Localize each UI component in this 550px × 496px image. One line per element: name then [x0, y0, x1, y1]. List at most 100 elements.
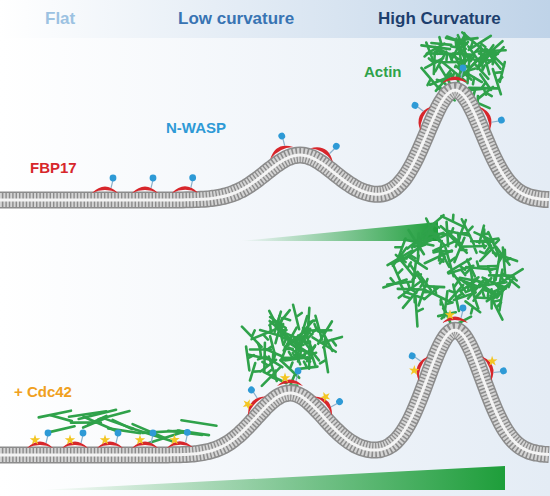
fbp17-protein	[262, 131, 294, 159]
fbp17-protein	[132, 175, 158, 193]
fbp17-protein	[314, 384, 345, 416]
fbp17-dimer	[97, 441, 123, 448]
actin-filament	[478, 45, 493, 65]
fbp17-dimer	[442, 76, 468, 83]
actin-filament	[271, 312, 281, 332]
actin-filament	[441, 215, 464, 227]
cdc42-star	[280, 372, 290, 382]
actin-filament	[465, 301, 480, 313]
actin-filament	[449, 285, 464, 301]
fbp17-dimer	[172, 186, 198, 193]
fbp17-protein	[132, 430, 158, 448]
nwasp-protein	[295, 368, 302, 375]
nwasp-protein	[115, 430, 122, 437]
actin-filament	[299, 316, 310, 343]
nwasp-protein	[277, 131, 286, 140]
region-title: Low curvature	[178, 10, 294, 29]
actin-filament	[84, 417, 120, 433]
fbp17-protein	[172, 174, 198, 193]
actin-filament	[417, 272, 431, 290]
actin-filament	[424, 286, 445, 293]
cdc42-star	[65, 434, 75, 444]
actin-filament	[456, 220, 468, 246]
actin-filament	[435, 241, 455, 250]
cdc42-star	[100, 434, 110, 444]
nwasp-protein	[408, 352, 417, 361]
fbp17-dimer	[92, 187, 118, 194]
actin-filament	[104, 418, 134, 428]
fbp17-dimer	[479, 104, 495, 130]
cdc42-star	[240, 397, 254, 411]
actin-filament	[262, 368, 280, 386]
actin-filament	[433, 251, 451, 258]
nwasp-protein	[80, 430, 87, 437]
actin-filament	[493, 250, 517, 261]
actin-filament	[248, 351, 274, 361]
nwasp-protein	[189, 174, 196, 181]
actin-filament	[434, 52, 441, 74]
fbp17-dimer	[27, 442, 53, 449]
nwasp-protein	[499, 367, 508, 376]
lipid-bilayer	[0, 330, 549, 455]
fbp17-protein	[97, 430, 123, 448]
cdc42-star	[407, 364, 420, 377]
fbp17-dimer	[482, 354, 497, 381]
actin-filament	[477, 279, 501, 287]
fbp17-protein	[166, 429, 193, 448]
actin-filament	[405, 240, 434, 250]
cdc42-star	[169, 434, 180, 444]
nwasp-protein	[460, 65, 467, 72]
fbp17-protein	[442, 305, 468, 323]
fbp17-protein	[92, 175, 118, 193]
fbp17-dimer	[267, 141, 293, 159]
protein-label: FBP17	[30, 160, 77, 177]
actin-filament	[425, 251, 452, 264]
nwasp-protein	[150, 430, 157, 437]
nwasp-protein	[460, 305, 467, 312]
lipid-bilayer	[0, 90, 549, 200]
nwasp-protein	[110, 175, 117, 182]
actin-filament	[278, 323, 286, 344]
fbp17-protein	[277, 368, 303, 386]
lipid-bilayer	[0, 330, 549, 455]
fbp17-dimer	[167, 441, 193, 448]
fbp17-protein	[27, 430, 53, 448]
fbp17-protein	[404, 99, 431, 130]
actin-filament	[435, 47, 459, 60]
curvature-wedge	[40, 466, 505, 490]
actin-filament	[466, 73, 482, 85]
actin-filament	[69, 411, 106, 416]
lipid-bilayer	[0, 90, 549, 200]
fbp17-dimer	[311, 143, 337, 162]
actin-filament	[423, 215, 444, 233]
actin-filament	[400, 259, 415, 278]
region-title: High Curvature	[378, 10, 501, 29]
nwasp-protein	[150, 175, 157, 182]
actin-filament	[320, 348, 328, 373]
actin-filament	[51, 415, 72, 421]
actin-filament	[313, 316, 322, 340]
cdc42-star	[135, 434, 145, 444]
lipid-bilayer	[0, 90, 549, 200]
fbp17-protein	[235, 384, 266, 416]
cdc42-star	[486, 354, 499, 367]
actin-filament	[427, 234, 449, 241]
actin-filament	[321, 337, 342, 345]
actin-filament	[133, 424, 166, 438]
nwasp-protein	[247, 385, 257, 395]
fbp17-protein	[442, 65, 468, 83]
fbp17-dimer	[62, 442, 88, 449]
region-title: Flat	[45, 10, 75, 29]
nwasp-protein	[335, 397, 345, 407]
actin-filament	[181, 420, 216, 426]
header-band	[0, 0, 550, 38]
nwasp-protein	[332, 142, 341, 151]
nwasp-protein	[45, 430, 52, 437]
lipid-bilayer	[0, 330, 549, 455]
fbp17-protein	[62, 430, 88, 448]
actin-filament	[388, 250, 413, 265]
actin-filament	[421, 68, 440, 90]
actin-filament	[250, 363, 260, 380]
